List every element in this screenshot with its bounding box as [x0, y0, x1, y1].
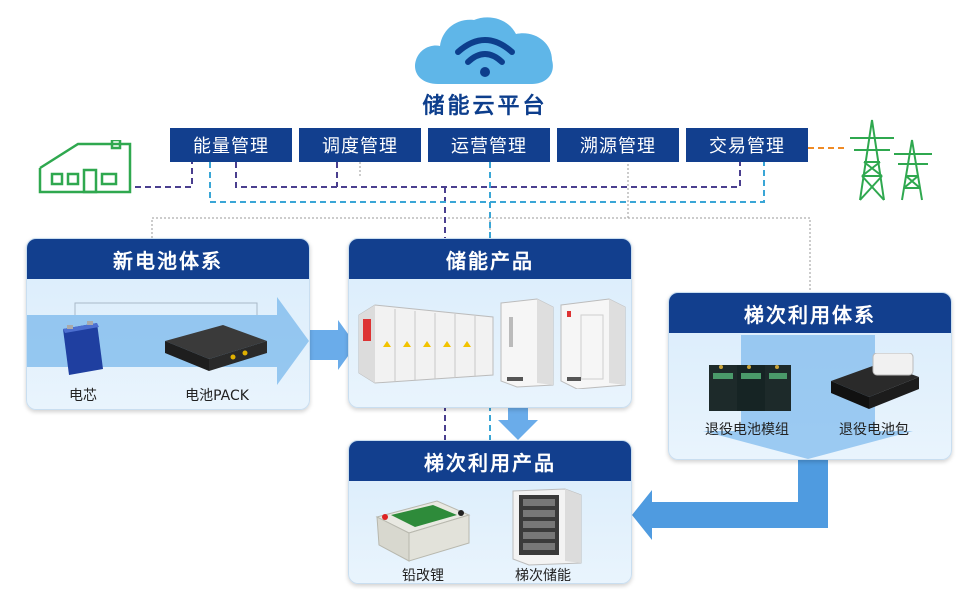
- panel-title: 储能产品: [349, 239, 631, 279]
- storage-cabinet-icon: [560, 298, 626, 389]
- storage-container-icon: [358, 304, 494, 384]
- panel-new-battery: 新电池体系 电芯 电池PACK: [26, 238, 310, 410]
- panel-cascade-system: 梯次利用体系 退役电池模组 退役电池包: [668, 292, 952, 460]
- item-label-module: 退役电池模组: [705, 422, 789, 438]
- battery-pack-icon: [831, 353, 919, 409]
- battery-pack-icon: [165, 325, 267, 371]
- cascade-cabinet-icon: [512, 488, 582, 566]
- battery-cell-icon: [63, 321, 103, 375]
- platform-title: 储能云平台: [422, 94, 548, 119]
- mgmt-trading[interactable]: 交易管理: [686, 128, 808, 162]
- mgmt-operation[interactable]: 运营管理: [428, 128, 550, 162]
- panel-storage-products: 储能产品: [348, 238, 632, 408]
- lead-lithium-battery-icon: [375, 500, 471, 562]
- panel-title: 梯次利用产品: [349, 441, 631, 481]
- house-icon: [38, 140, 132, 194]
- battery-module-icon: [709, 365, 791, 411]
- item-label-lead-lithium: 铅改锂: [402, 568, 444, 584]
- item-label-pack: 退役电池包: [839, 422, 909, 438]
- panel-title: 新电池体系: [27, 239, 309, 279]
- mgmt-dispatch[interactable]: 调度管理: [299, 128, 421, 162]
- panel-cascade-products: 梯次利用产品 铅改锂 梯次储能: [348, 440, 632, 584]
- panel-title: 梯次利用体系: [669, 293, 951, 333]
- item-label-cell: 电芯: [69, 388, 97, 404]
- mgmt-energy[interactable]: 能量管理: [170, 128, 292, 162]
- mgmt-traceability[interactable]: 溯源管理: [557, 128, 679, 162]
- item-label-cascade-storage: 梯次储能: [515, 568, 571, 584]
- cloud-wifi-icon: [414, 17, 553, 84]
- storage-cabinet-icon: [500, 298, 554, 388]
- item-label-pack: 电池PACK: [185, 388, 249, 404]
- power-tower-icon: [850, 119, 932, 201]
- cloud-platform-icon: [410, 10, 560, 88]
